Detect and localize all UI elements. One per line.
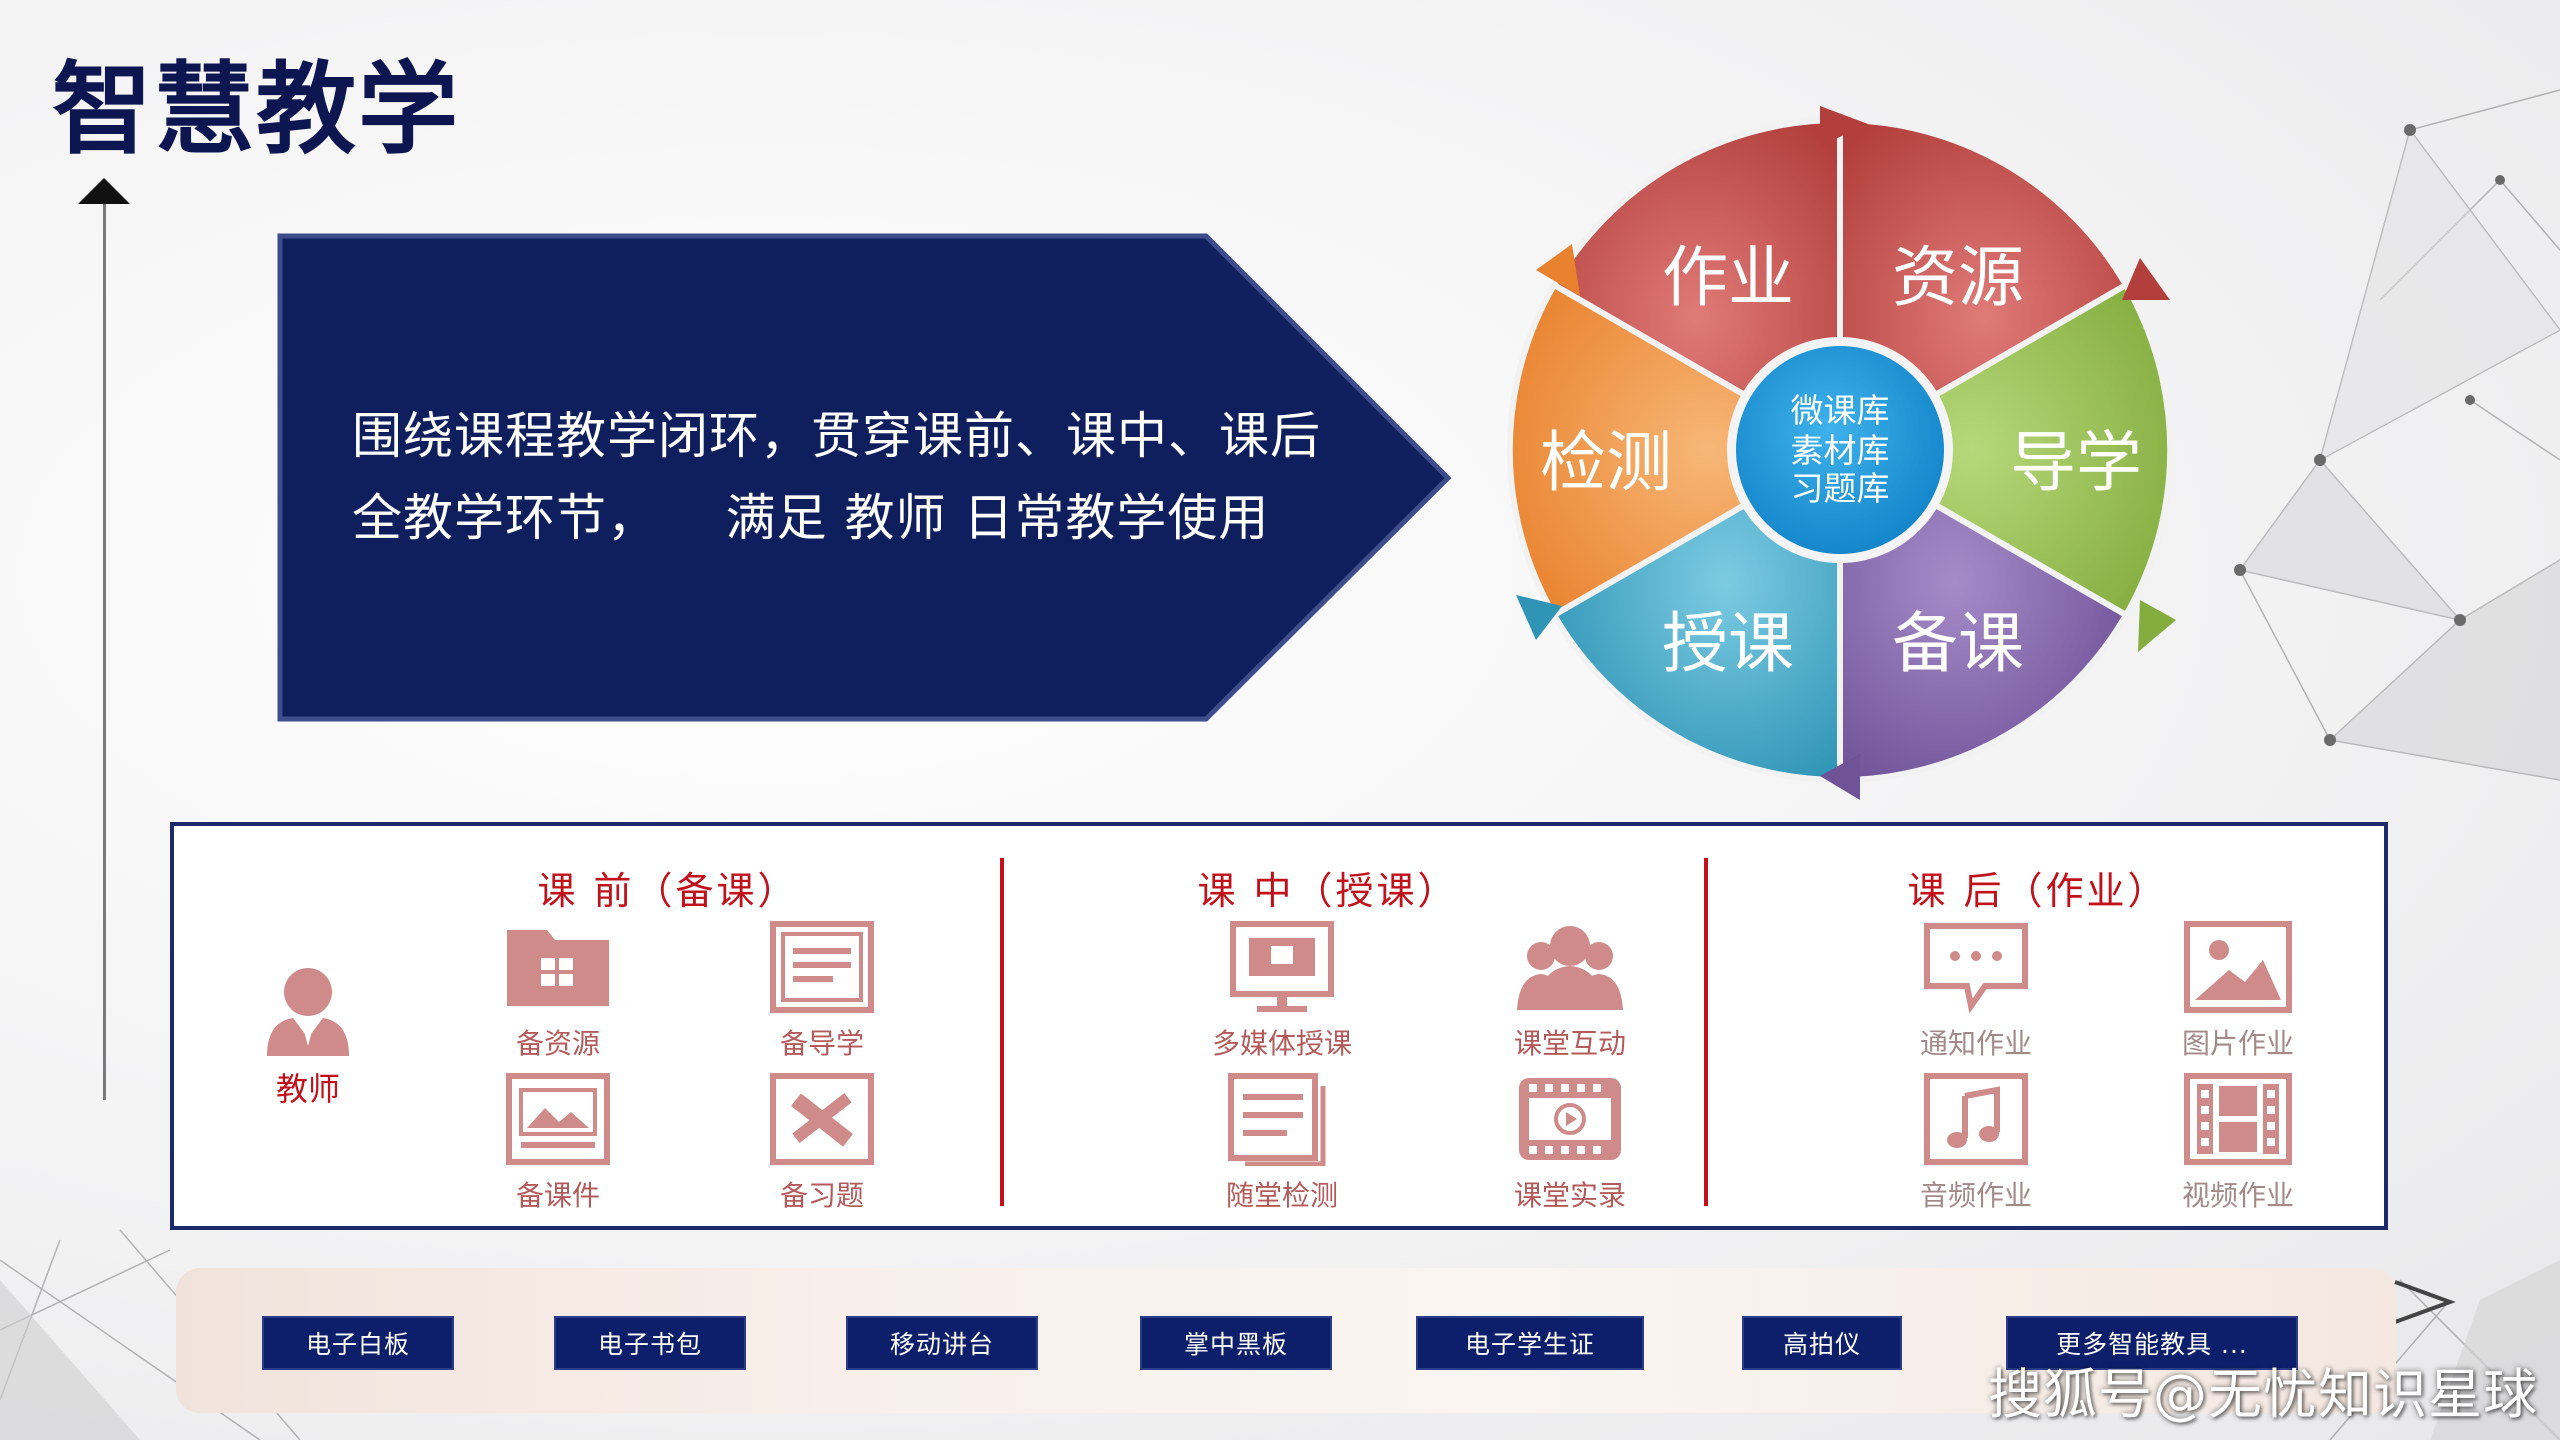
tool-prepare-resources[interactable]: 备资源: [478, 920, 638, 1062]
film-play-icon: [1519, 1078, 1621, 1160]
teacher-label: 教师: [275, 1070, 340, 1108]
tool-label: 随堂检测: [1225, 1179, 1338, 1212]
tool-label: 备课件: [515, 1179, 600, 1212]
grid-folder-icon: [507, 930, 609, 1006]
film-strip-icon: [2184, 1073, 2292, 1165]
center-label-3: 习题库: [1791, 469, 1890, 508]
device-button-more-tools[interactable]: 更多智能教具 ...: [2006, 1316, 2298, 1370]
section-title-after: 课 后（作业）: [1907, 869, 2169, 913]
segment-label-shouke: 授课: [1662, 605, 1794, 682]
picture-icon: [2184, 921, 2292, 1013]
teaching-cycle-wheel: 作业 资源 导学 备课 授课 检测 微课库 素材库 习题库: [1506, 106, 2176, 800]
tool-label: 音频作业: [1919, 1179, 2032, 1212]
intro-banner: [277, 233, 1452, 722]
segment-daoxue: [1833, 280, 2174, 620]
intro-line-1: 围绕课程教学闭环，贯穿课前、课中、课后: [352, 407, 1321, 465]
device-button-palm-blackboard[interactable]: 掌中黑板: [1140, 1316, 1332, 1370]
center-label-1: 微课库: [1791, 391, 1890, 430]
teacher-tool: 教师: [228, 962, 388, 1110]
intro-line-2: 全教学环节， 满足 教师 日常教学使用: [352, 489, 1270, 547]
pencil-ruler-icon: [770, 1073, 874, 1165]
tool-multimedia-teaching[interactable]: 多媒体授课: [1202, 920, 1362, 1062]
tool-label: 视频作业: [2181, 1179, 2294, 1212]
tool-class-quiz[interactable]: 随堂检测: [1202, 1072, 1362, 1214]
segment-label-zuoye: 作业: [1662, 239, 1794, 316]
segment-label-daoxue: 导学: [2010, 424, 2142, 501]
watermark-text: 搜狐号@无忧知识星球: [1988, 1363, 2538, 1426]
music-note-icon: [1924, 1073, 2028, 1165]
device-button-document-camera[interactable]: 高拍仪: [1742, 1316, 1902, 1370]
tool-label: 备导学: [779, 1027, 864, 1060]
stacked-pages-icon: [1228, 1073, 1326, 1166]
tool-label: 课堂实录: [1513, 1179, 1626, 1212]
tool-prepare-slides[interactable]: 备课件: [478, 1072, 638, 1214]
device-strip: 电子白板 电子书包 移动讲台 掌中黑板 电子学生证 高拍仪 更多智能教具 ...: [176, 1268, 2396, 1413]
tool-audio-homework[interactable]: 音频作业: [1896, 1072, 2056, 1214]
slide-image-icon: [506, 1073, 610, 1165]
teacher-icon: [267, 968, 349, 1056]
tool-video-homework[interactable]: 视频作业: [2158, 1072, 2318, 1214]
device-button-ebag[interactable]: 电子书包: [554, 1316, 746, 1370]
device-button-student-card[interactable]: 电子学生证: [1416, 1316, 1644, 1370]
tool-label: 备习题: [779, 1179, 864, 1212]
segment-jiance: [1506, 280, 1847, 620]
document-icon: [770, 921, 874, 1013]
tool-prepare-guide[interactable]: 备导学: [742, 920, 902, 1062]
tool-notify-homework[interactable]: 通知作业: [1896, 920, 2056, 1062]
segment-label-beike: 备课: [1892, 605, 2024, 682]
tool-label: 图片作业: [2181, 1027, 2294, 1060]
section-title-before: 课 前（备课）: [537, 869, 799, 913]
title-vertical-rule: [103, 190, 106, 1100]
tool-label: 课堂互动: [1513, 1027, 1626, 1060]
section-divider: [1704, 858, 1708, 1206]
projector-icon: [1230, 921, 1334, 1012]
up-arrow-icon: [78, 178, 130, 204]
tool-prepare-exercises[interactable]: 备习题: [742, 1072, 902, 1214]
process-panel: 课 前（备课） 课 中（授课） 课 后（作业） 教师 备资源 备导学: [170, 822, 2388, 1230]
device-button-mobile-podium[interactable]: 移动讲台: [846, 1316, 1038, 1370]
section-divider: [1000, 858, 1004, 1206]
center-label-2: 素材库: [1791, 431, 1890, 470]
tool-label: 通知作业: [1919, 1027, 2032, 1060]
tool-label: 备资源: [515, 1027, 600, 1060]
intro-text: 围绕课程教学闭环，贯穿课前、课中、课后 全教学环节， 满足 教师 日常教学使用: [352, 395, 1332, 559]
section-title-during: 课 中（授课）: [1197, 869, 1459, 913]
page-title: 智慧教学: [52, 51, 460, 168]
tool-label: 多媒体授课: [1211, 1027, 1352, 1060]
chat-bubble-icon: [1924, 923, 2028, 1014]
segment-label-ziyuan: 资源: [1892, 239, 2024, 316]
segment-label-jiance: 检测: [1540, 424, 1672, 501]
tool-class-recording[interactable]: 课堂实录: [1490, 1072, 1650, 1214]
tool-class-interaction[interactable]: 课堂互动: [1490, 920, 1650, 1062]
device-button-whiteboard[interactable]: 电子白板: [262, 1316, 454, 1370]
tool-picture-homework[interactable]: 图片作业: [2158, 920, 2318, 1062]
group-icon: [1517, 926, 1623, 1010]
